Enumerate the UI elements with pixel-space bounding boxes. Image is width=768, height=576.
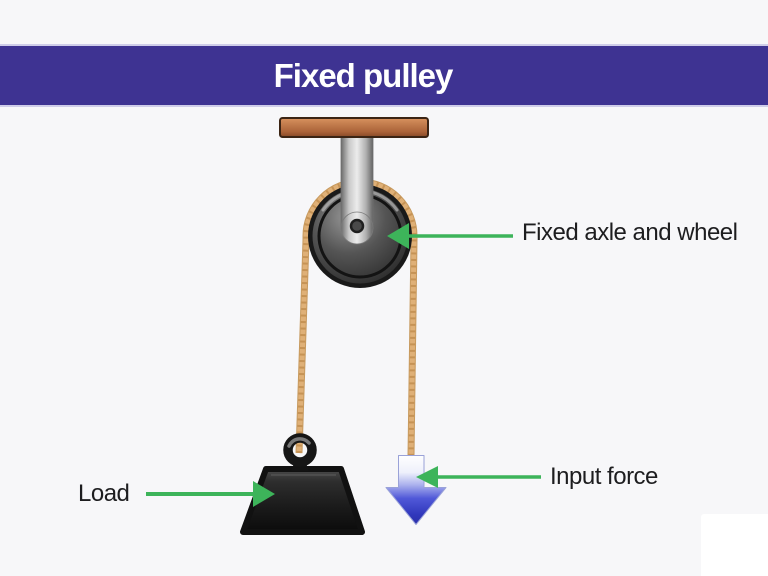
load-pointer-head: [253, 481, 275, 507]
load-pointer-arrow-icon: [146, 481, 275, 507]
support-bracket: [340, 135, 374, 245]
title-banner: Fixed pulley: [0, 44, 768, 107]
input-force-pointer-arrow-icon: [416, 466, 541, 488]
weight-body: [240, 466, 365, 535]
axle-pointer-arrow-icon: [387, 223, 513, 249]
axle-pin: [349, 218, 365, 234]
page-title: Fixed pulley: [273, 57, 454, 94]
input-force-down-arrow-icon: [385, 455, 447, 525]
label-input-force: Input force: [550, 463, 658, 490]
ceiling-beam: [279, 117, 429, 138]
corner-white-patch: [701, 514, 768, 576]
label-load: Load: [78, 480, 130, 507]
weight-ring-highlight: [287, 437, 311, 448]
input-force-pointer-head: [416, 466, 438, 488]
label-fixed-axle-and-wheel: Fixed axle and wheel: [522, 219, 738, 246]
axle-pointer-head: [387, 223, 409, 249]
load-weight: [240, 433, 365, 535]
